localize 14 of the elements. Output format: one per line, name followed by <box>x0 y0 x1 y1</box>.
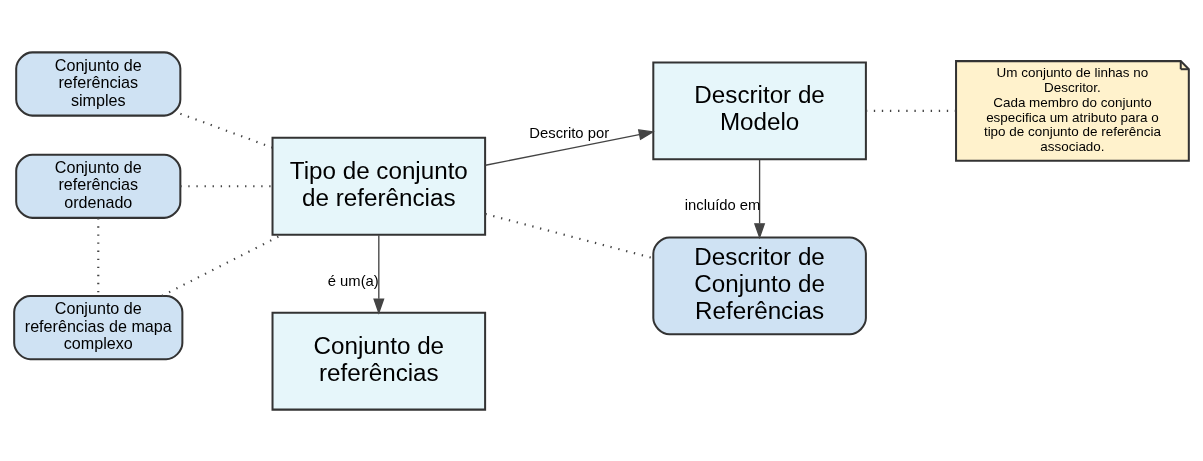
connector <box>180 112 273 148</box>
node-box: Conjunto de referências ordenado <box>15 153 182 219</box>
arrow <box>753 158 766 239</box>
node-box: Descritor de Modelo <box>652 60 867 160</box>
edge-label: é um(a) <box>327 272 379 289</box>
node-box: Conjunto de referências simples <box>15 50 182 117</box>
edge-label: Descrito por <box>529 124 610 141</box>
connector <box>485 212 654 259</box>
node-box: Tipo de conjunto de referências <box>271 136 487 236</box>
node-box: Descritor de Conjunto de Referências <box>652 235 867 335</box>
node-box: Conjunto de referências <box>271 311 487 411</box>
arrow <box>484 128 655 166</box>
node-box: Conjunto de referências de mapa complexo <box>13 294 184 360</box>
arrow <box>373 233 385 315</box>
